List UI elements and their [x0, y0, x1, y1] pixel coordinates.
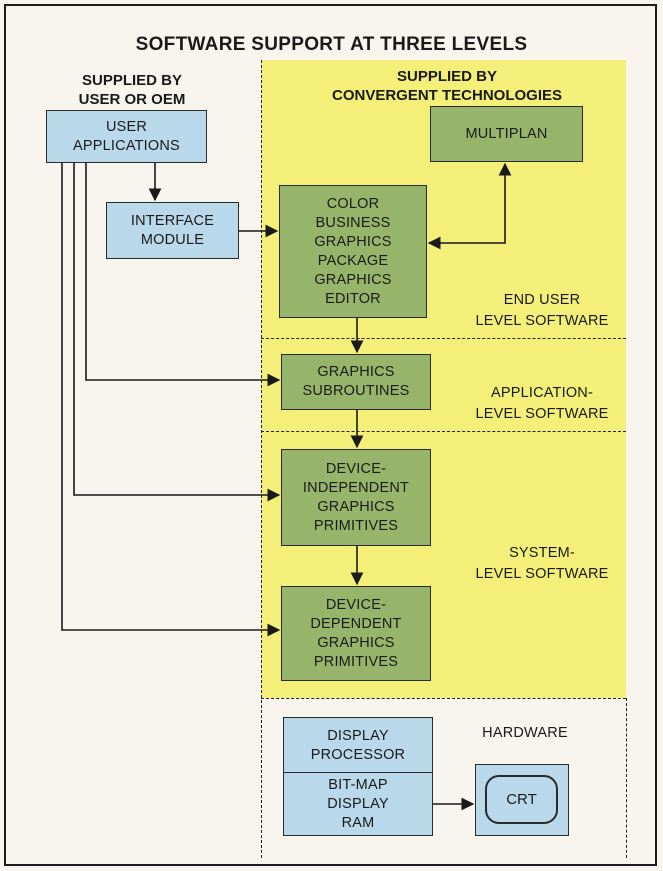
box-label-line: GRAPHICS — [314, 271, 392, 288]
level-label-line: SYSTEM- — [509, 545, 575, 561]
box-label-line: BIT-MAP — [328, 776, 388, 793]
box-label-line: INDEPENDENT — [302, 479, 410, 496]
figure-title: SOFTWARE SUPPORT AT THREE LEVELS — [135, 34, 528, 55]
heading-line: SUPPLIED BY — [396, 68, 498, 85]
box-label-line: PACKAGE — [317, 252, 389, 269]
level-hardware: HARDWARE — [470, 723, 580, 744]
divider-application — [261, 431, 626, 432]
multiplan-box: MULTIPLAN — [430, 106, 583, 162]
level-label-line: END USER — [503, 292, 581, 308]
box-label-line: BUSINESS — [315, 214, 391, 231]
box-label-line: DEVICE- — [325, 460, 387, 477]
level-system: SYSTEM- LEVEL SOFTWARE — [462, 543, 622, 585]
hardware-divider-right — [626, 698, 627, 858]
box-label-line: DISPLAY — [327, 795, 389, 812]
level-end-user: END USER LEVEL SOFTWARE — [462, 290, 622, 332]
box-label-line: RAM — [341, 814, 375, 831]
level-label-line: LEVEL SOFTWARE — [475, 313, 609, 329]
divider-end-user — [261, 338, 626, 339]
color-business-graphics-box: COLOR BUSINESS GRAPHICS PACKAGE GRAPHICS… — [279, 185, 427, 318]
arrow-user-to-subroutines — [85, 163, 281, 387]
level-label-line: HARDWARE — [482, 725, 568, 741]
heading-line: SUPPLIED BY — [81, 72, 183, 89]
box-label-line: MULTIPLAN — [465, 125, 548, 142]
box-label-line: PRIMITIVES — [313, 517, 399, 534]
crt-screen: CRT — [485, 775, 558, 824]
arrow-multiplan-color-package — [427, 162, 512, 250]
box-label-line: EDITOR — [325, 290, 381, 307]
divider-system — [261, 698, 626, 699]
box-label-line: SUBROUTINES — [302, 383, 410, 399]
arrow-user-to-device-independent — [73, 163, 281, 502]
box-label-line: USER — [105, 118, 148, 135]
box-label-line: MODULE — [140, 231, 205, 248]
box-label-line: COLOR — [326, 195, 380, 212]
heading-line: USER OR OEM — [78, 91, 186, 108]
box-label-line: GRAPHICS — [314, 233, 392, 250]
box-label-line: GRAPHICS — [317, 634, 395, 651]
region-divider-vertical — [261, 60, 262, 858]
level-label-line: APPLICATION- — [490, 385, 594, 401]
device-dependent-box: DEVICE- DEPENDENT GRAPHICS PRIMITIVES — [281, 586, 431, 681]
figure-frame — [4, 4, 657, 866]
graphics-subroutines-box: GRAPHICS SUBROUTINES — [281, 354, 431, 410]
heading-line: CONVERGENT TECHNOLOGIES — [331, 87, 563, 104]
level-application: APPLICATION- LEVEL SOFTWARE — [462, 383, 622, 425]
heading-convergent: SUPPLIED BY CONVERGENT TECHNOLOGIES — [292, 67, 602, 105]
arrow-user-to-device-dependent — [61, 163, 281, 637]
heading-user-oem: SUPPLIED BY USER OR OEM — [48, 71, 216, 109]
box-label-line: INTERFACE — [130, 212, 215, 229]
box-label-line: DEVICE- — [325, 596, 387, 613]
interface-module-box: INTERFACE MODULE — [106, 202, 239, 259]
level-label-line: LEVEL SOFTWARE — [475, 566, 609, 582]
crt-monitor: CRT — [475, 764, 569, 836]
box-label-line: GRAPHICS — [317, 364, 395, 380]
box-label-line: PROCESSOR — [310, 746, 406, 763]
level-label-line: LEVEL SOFTWARE — [475, 406, 609, 422]
crt-label: CRT — [506, 791, 537, 808]
device-independent-box: DEVICE- INDEPENDENT GRAPHICS PRIMITIVES — [281, 449, 431, 546]
box-label-line: DISPLAY — [327, 727, 389, 744]
box-label-line: APPLICATIONS — [73, 137, 180, 154]
bitmap-display-ram-box: BIT-MAP DISPLAY RAM — [283, 772, 433, 836]
box-label-line: DEPENDENT — [310, 615, 402, 632]
user-applications-box: USER APPLICATIONS — [46, 110, 207, 163]
box-label-line: PRIMITIVES — [313, 653, 399, 670]
box-label-line: GRAPHICS — [317, 498, 395, 515]
